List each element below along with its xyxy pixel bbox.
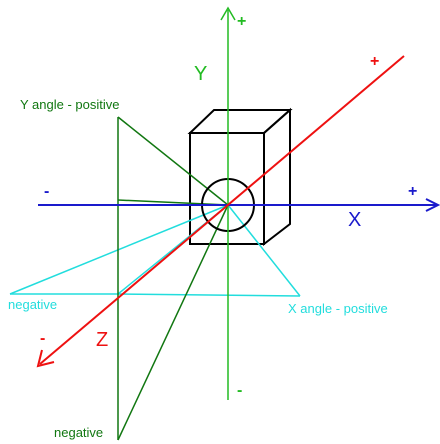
- y-angle-negative-line: [117, 204, 229, 441]
- y-angle-positive-line: [117, 116, 229, 206]
- z-axis-minus-sign: -: [40, 330, 45, 347]
- x-angle-base-right: [117, 293, 301, 297]
- x-axis-plus-sign: +: [408, 183, 417, 200]
- cube: [187, 107, 293, 247]
- x-angle-positive-label: X angle - positive: [288, 301, 388, 316]
- x-axis-label: X: [348, 209, 361, 231]
- y-axis-label: Y: [194, 63, 207, 85]
- y-angle-lines: [117, 116, 229, 441]
- y-axis-minus-sign: -: [237, 382, 242, 399]
- z-axis: [36, 55, 405, 368]
- y-axis-plus-sign: +: [237, 13, 246, 30]
- y-angle-positive-label: Y angle - positive: [20, 97, 120, 112]
- z-axis-arrow-icon: [36, 349, 55, 368]
- y-angle-negative-label: negative: [54, 425, 103, 440]
- y-axis-arrow-icon: [220, 6, 236, 21]
- x-axis-arrow-icon: [425, 198, 440, 212]
- x-angle-positive-line: [227, 204, 301, 297]
- z-axis-plus-sign: +: [370, 53, 379, 70]
- x-axis-minus-sign: -: [44, 183, 49, 200]
- x-angle-negative-label: negative: [8, 297, 57, 312]
- cube-side-face: [263, 107, 291, 247]
- x-angle-negative-line: [9, 204, 229, 295]
- z-axis-label: Z: [96, 329, 108, 351]
- x-axis: [38, 198, 440, 212]
- cube-top-face: [187, 109, 293, 134]
- x-angle-lines: [9, 204, 301, 297]
